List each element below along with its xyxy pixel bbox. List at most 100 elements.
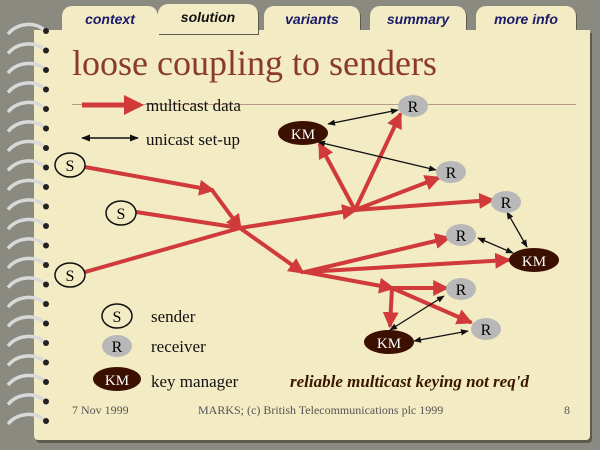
multicast-paths [83, 112, 512, 329]
uc-km3-r5 [389, 295, 445, 331]
sender-node: S [54, 262, 86, 288]
svg-text:S: S [117, 206, 126, 223]
binding-hole [43, 262, 49, 268]
spiral-ring [6, 334, 46, 348]
unicast-paths [317, 108, 528, 343]
key-manager-node: KM [509, 248, 559, 272]
footer-date: 7 Nov 1999 [72, 403, 129, 417]
spiral-ring [6, 81, 46, 94]
svg-text:R: R [501, 195, 512, 212]
mc-s3-j3 [83, 226, 242, 274]
binding-hole [43, 28, 49, 34]
uc-km1-r2 [317, 140, 437, 172]
binding-hole [43, 223, 49, 229]
mc-hub1-r3 [353, 192, 496, 212]
svg-text:R: R [456, 228, 467, 245]
footer-credit: MARKS; (c) British Telecommunications pl… [198, 403, 444, 417]
spiral-ring [6, 120, 46, 133]
binding-hole [43, 164, 49, 171]
binding-hole [43, 203, 49, 210]
tab-summary[interactable]: summary [370, 6, 466, 32]
footer-page-number: 8 [564, 403, 570, 417]
legend-receiver-symbol: R [102, 335, 132, 357]
spiral-ring [6, 354, 46, 367]
legend-receiver-label: receiver [151, 337, 206, 356]
mc-hub1-r2 [353, 175, 441, 212]
uc-km3-r6 [413, 329, 469, 343]
legend-sender-label: sender [151, 307, 196, 326]
keying-note: reliable multicast keying not req'd [290, 372, 529, 391]
uc-km1-r1 [327, 108, 399, 126]
spiral-ring [6, 159, 46, 172]
binding-hole [43, 398, 49, 405]
legend-sender-symbol: S [101, 303, 133, 329]
mc-hub1-km1 [318, 142, 357, 212]
spiral-ring [6, 61, 46, 75]
binding-hole [43, 145, 49, 151]
tab-more-info[interactable]: more info [476, 6, 576, 32]
svg-text:KM: KM [522, 254, 546, 270]
tab-solution[interactable]: solution [158, 4, 258, 34]
binding-hole [43, 379, 49, 385]
binding-hole [43, 184, 49, 190]
binding-hole [43, 125, 49, 132]
title-rule [72, 104, 576, 105]
spiral-ring [6, 237, 46, 250]
svg-text:R: R [112, 339, 123, 356]
binding-hole [43, 106, 49, 112]
uc-r4-km2 [477, 237, 514, 254]
svg-text:KM: KM [377, 336, 401, 352]
mc-hub2-km2 [303, 252, 512, 274]
mc-s2-j2 [134, 210, 242, 230]
mc-hub3-km3 [382, 286, 399, 329]
spiral-ring [6, 373, 46, 387]
receiver-node: R [471, 318, 501, 340]
binding-hole [43, 86, 49, 93]
svg-text:R: R [408, 99, 419, 116]
spiral-ring [6, 22, 46, 36]
spiral-ring [6, 256, 46, 270]
legend-keymanager-label: key manager [151, 372, 239, 391]
spiral-ring [6, 178, 46, 192]
spiral-rings [6, 22, 49, 426]
mc-j2-hub1 [238, 204, 359, 230]
mc-j3-hub2 [238, 226, 305, 274]
svg-text:S: S [113, 309, 122, 326]
binding-hole [43, 320, 49, 327]
binding-hole [43, 281, 49, 288]
svg-text:S: S [66, 268, 75, 285]
legend-multicast-label: multicast data [146, 96, 241, 115]
legend-keymanager-symbol: KM [93, 367, 141, 391]
spiral-ring [6, 393, 46, 406]
spiral-ring [6, 295, 46, 309]
binding-hole [43, 340, 49, 346]
mc-hub2-r4 [303, 233, 452, 274]
key-manager-node: KM [278, 121, 328, 145]
receiver-node: R [491, 191, 521, 213]
binding-hole [43, 418, 49, 424]
binding-hole [43, 359, 49, 366]
tab-variants[interactable]: variants [264, 6, 360, 32]
binding-hole [43, 242, 49, 249]
svg-text:KM: KM [291, 127, 315, 143]
receiver-node: R [436, 161, 466, 183]
sender-node: S [54, 152, 86, 178]
tab-context[interactable]: context [62, 6, 158, 32]
spiral-ring [6, 217, 46, 231]
key-manager-node: KM [364, 330, 414, 354]
svg-text:KM: KM [105, 373, 129, 389]
uc-r3-km2 [506, 211, 528, 248]
mc-hub2-hub3 [303, 270, 396, 294]
spiral-ring [6, 276, 46, 289]
spiral-ring [6, 412, 46, 426]
spiral-ring [6, 42, 46, 55]
spiral-ring [6, 315, 46, 328]
spiral-ring [6, 198, 46, 211]
binding-hole [43, 67, 49, 73]
sender-node: S [105, 200, 137, 226]
mc-s1-j1 [83, 165, 216, 196]
receiver-node: R [446, 224, 476, 246]
binding-hole [43, 301, 49, 307]
spiral-ring [6, 139, 46, 153]
